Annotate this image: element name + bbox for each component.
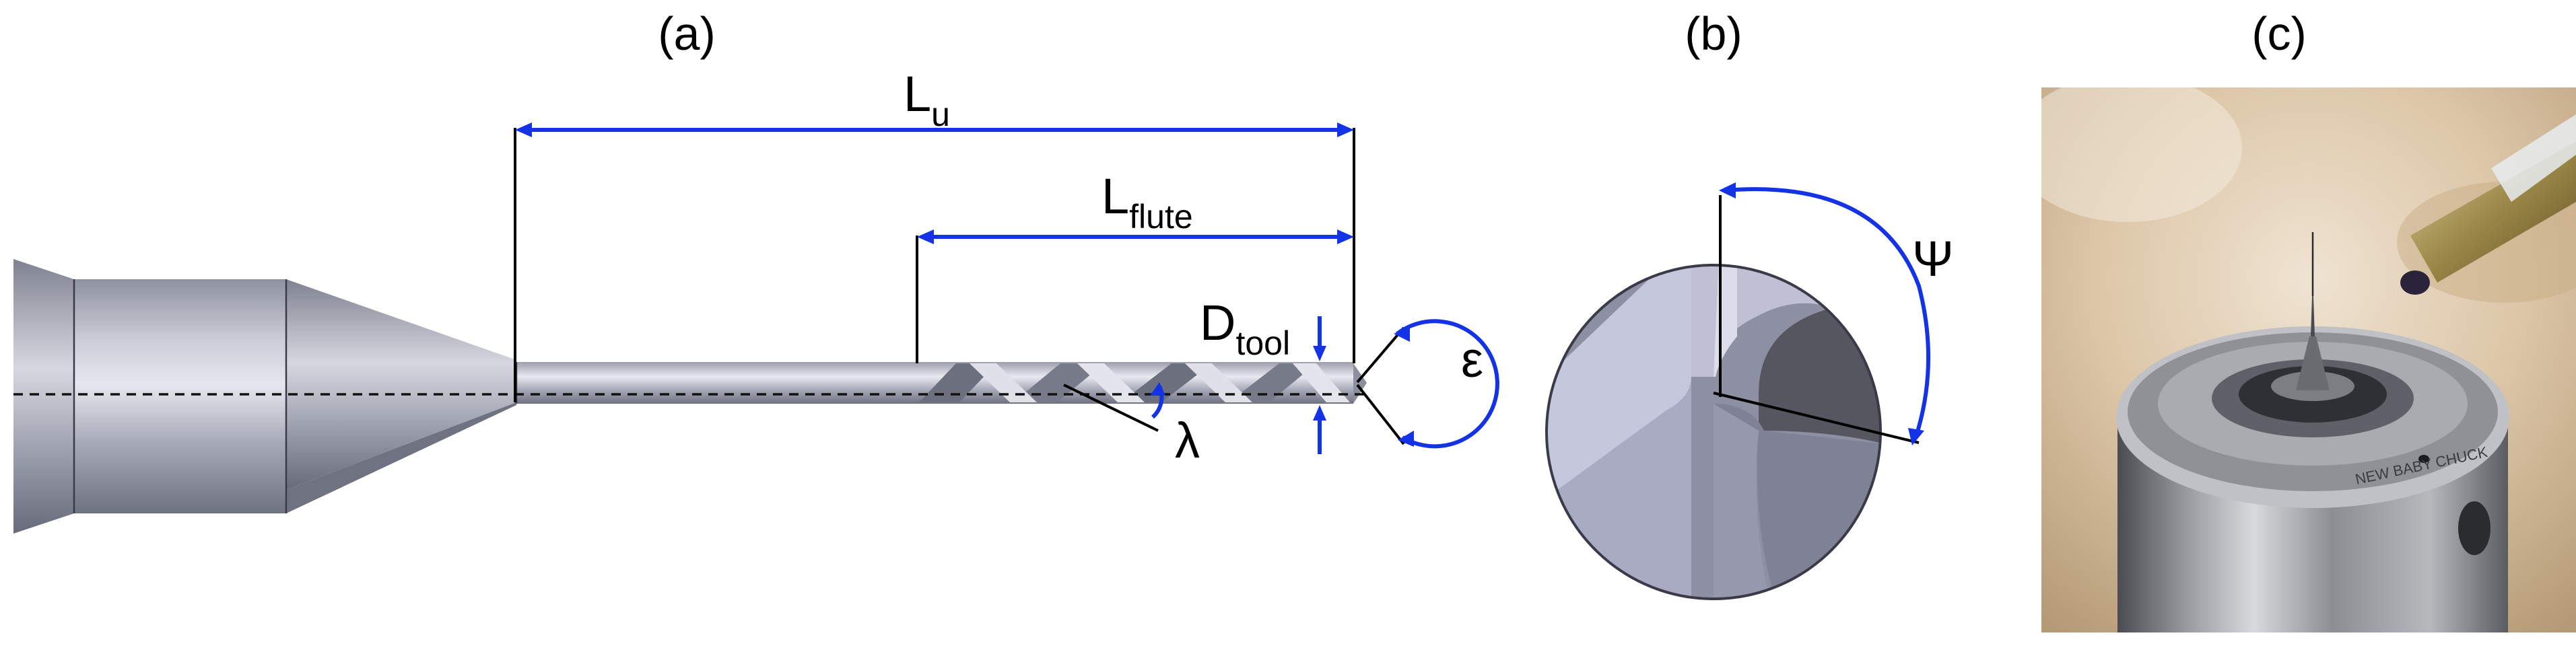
panel-b-label: (b): [1685, 7, 1742, 60]
psi-symbol: Ψ: [1912, 231, 1954, 287]
epsilon-symbol: ε: [1461, 332, 1483, 388]
pen: [2400, 114, 2576, 295]
lflute-dimension: Lflute: [917, 168, 1354, 244]
panel-a: (a): [13, 7, 1499, 534]
panel-a-label: (a): [658, 7, 716, 60]
lambda-symbol: λ: [1175, 412, 1200, 468]
tool-end-view: [1547, 265, 1880, 599]
panel-b: (b) Ψ: [1545, 7, 1954, 600]
tool-shank: [13, 259, 516, 534]
tool-flutes: [919, 362, 1367, 404]
dtool-label: Dtool: [1200, 295, 1290, 362]
panel-c-label: (c): [2251, 7, 2307, 60]
tool-photo: NEW BABY CHUCK: [2041, 87, 2576, 632]
psi-annotation: Ψ: [1713, 182, 1954, 445]
tool-neck: [515, 362, 919, 404]
epsilon-annotation: ε: [1356, 319, 1499, 449]
dtool-dimension: Dtool: [1200, 295, 1326, 454]
panel-c: (c) NEW BABY: [2041, 7, 2576, 632]
lu-label: Lu: [904, 66, 950, 133]
lu-dimension: Lu: [515, 66, 1354, 137]
lflute-label: Lflute: [1101, 168, 1193, 236]
chuck: NEW BABY CHUCK: [2116, 326, 2509, 632]
lambda-annotation: λ: [1063, 382, 1200, 468]
micro-tool: [2296, 232, 2330, 390]
